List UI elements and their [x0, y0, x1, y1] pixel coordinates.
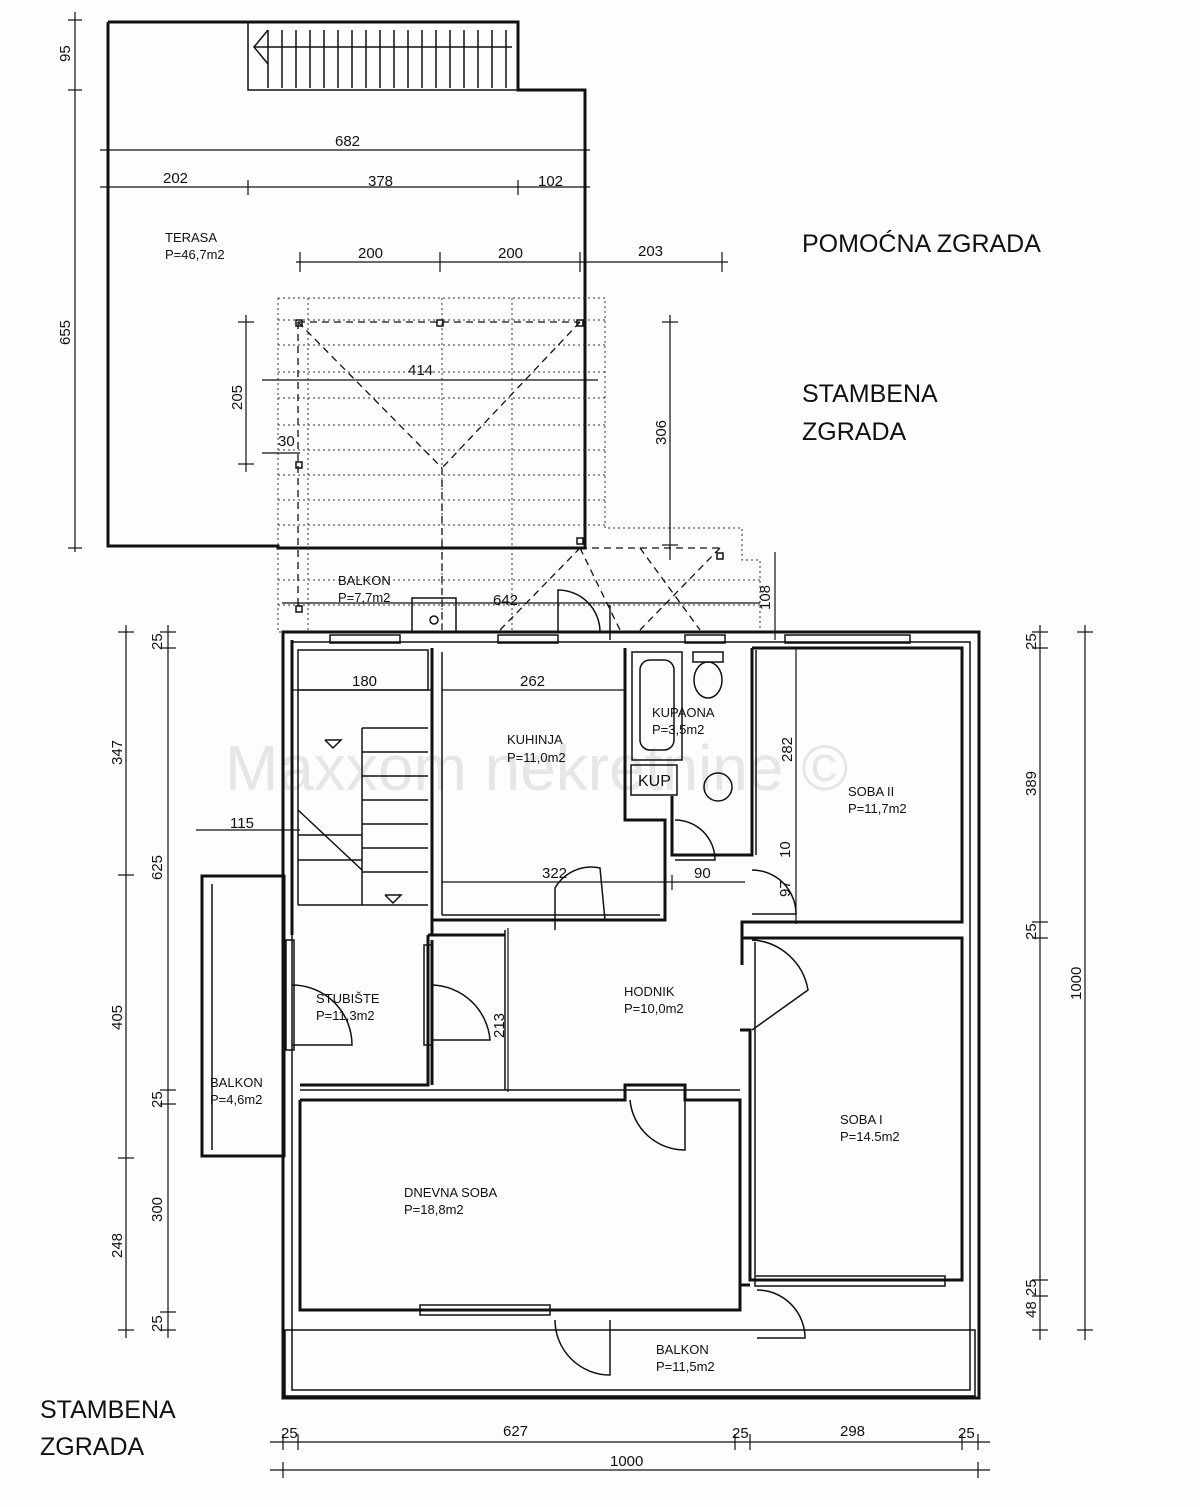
dim-682: 682	[335, 133, 360, 150]
room-balkon-top-name: BALKON	[338, 573, 391, 588]
room-kupaona-area: P=3,5m2	[652, 722, 704, 737]
dim-right-25-b: 25	[1023, 923, 1040, 940]
dim-298: 298	[840, 1423, 865, 1440]
dim-282: 282	[779, 737, 796, 762]
terrace-outline	[106, 20, 587, 550]
dim-left-25-b: 25	[149, 1091, 166, 1108]
dim-95: 95	[57, 45, 74, 62]
room-kup-label: KUP	[638, 773, 671, 790]
dim-30: 30	[278, 433, 295, 450]
room-balkon-bottom-name: BALKON	[656, 1342, 709, 1357]
dim-90: 90	[694, 865, 711, 882]
dim-405: 405	[109, 1005, 126, 1030]
room-dnevna-name: DNEVNA SOBA	[404, 1185, 498, 1200]
dim-108: 108	[757, 585, 774, 610]
building-walls	[200, 589, 981, 1400]
dim-625: 625	[149, 855, 166, 880]
dim-right-25-c: 25	[1023, 1279, 1040, 1296]
dim-389: 389	[1023, 771, 1040, 796]
dim-10: 10	[777, 841, 794, 858]
dim-248: 248	[109, 1233, 126, 1258]
room-soba1-area: P=14.5m2	[840, 1129, 900, 1144]
dim-642: 642	[493, 592, 518, 609]
room-hodnik-name: HODNIK	[624, 984, 675, 999]
title-pomocna-zgrada: POMOĆNA ZGRADA	[802, 229, 1041, 258]
dim-347: 347	[109, 740, 126, 765]
title-stambena-left-line2: ZGRADA	[40, 1433, 145, 1461]
room-soba2-name: SOBA II	[848, 784, 894, 799]
dim-1000-vertical: 1000	[1068, 967, 1085, 1000]
room-balkon-top-area: P=7,7m2	[338, 590, 390, 605]
dim-213: 213	[491, 1013, 508, 1038]
dimension-texts: 95 655 682 202 378 102 200 200 203 414 2…	[57, 45, 1085, 1470]
dim-48: 48	[1023, 1301, 1040, 1318]
dim-205: 205	[229, 385, 246, 410]
room-balkon-left-area: P=4,6m2	[210, 1092, 262, 1107]
room-terasa-name: TERASA	[165, 230, 217, 245]
dim-bottom-25-a: 25	[281, 1425, 298, 1442]
room-kuhinja-name: KUHINJA	[507, 732, 563, 747]
dim-627: 627	[503, 1423, 528, 1440]
title-stambena-right-line1: STAMBENA	[802, 380, 938, 408]
roof-outline	[277, 297, 761, 633]
dim-200-a: 200	[358, 245, 383, 262]
title-stambena-left-line1: STAMBENA	[40, 1396, 176, 1424]
dim-left-25-a: 25	[149, 633, 166, 650]
dim-322: 322	[542, 865, 567, 882]
dim-300: 300	[149, 1197, 166, 1222]
room-terasa-area: P=46,7m2	[165, 247, 225, 262]
title-stambena-right-line2: ZGRADA	[802, 418, 907, 446]
room-soba1-name: SOBA I	[840, 1112, 883, 1127]
room-balkon-left-name: BALKON	[210, 1075, 263, 1090]
dim-655: 655	[57, 320, 74, 345]
room-stubiste-area: P=11,3m2	[316, 1008, 375, 1023]
dim-414: 414	[408, 362, 433, 379]
dim-203: 203	[638, 243, 663, 260]
dim-202: 202	[163, 170, 188, 187]
room-balkon-bottom-area: P=11,5m2	[656, 1359, 715, 1374]
dim-right-25-a: 25	[1023, 633, 1040, 650]
room-kupaona-name: KUPAONA	[652, 705, 715, 720]
dim-378: 378	[368, 173, 393, 190]
dim-bottom-25-b: 25	[732, 1425, 749, 1442]
room-stubiste-name: STUBIŠTE	[316, 991, 380, 1006]
room-hodnik-area: P=10,0m2	[624, 1001, 684, 1016]
dim-97: 97	[777, 880, 794, 897]
dimension-lines	[68, 12, 1093, 1478]
room-kuhinja-area: P=11,0m2	[507, 750, 566, 765]
building-titles: POMOĆNA ZGRADA STAMBENA ZGRADA STAMBENA …	[40, 229, 1041, 1461]
room-labels: TERASA P=46,7m2 BALKON P=7,7m2 KUHINJA P…	[165, 230, 907, 1374]
dim-102: 102	[538, 173, 563, 190]
dim-bottom-25-c: 25	[958, 1425, 975, 1442]
dim-306: 306	[653, 420, 670, 445]
dim-262: 262	[520, 673, 545, 690]
room-dnevna-area: P=18,8m2	[404, 1202, 464, 1217]
dim-200-b: 200	[498, 245, 523, 262]
dim-115: 115	[230, 815, 254, 832]
dim-1000-horizontal: 1000	[610, 1453, 643, 1470]
room-soba2-area: P=11,7m2	[848, 801, 907, 816]
dim-180: 180	[352, 673, 377, 690]
dim-left-25-c: 25	[149, 1315, 166, 1332]
